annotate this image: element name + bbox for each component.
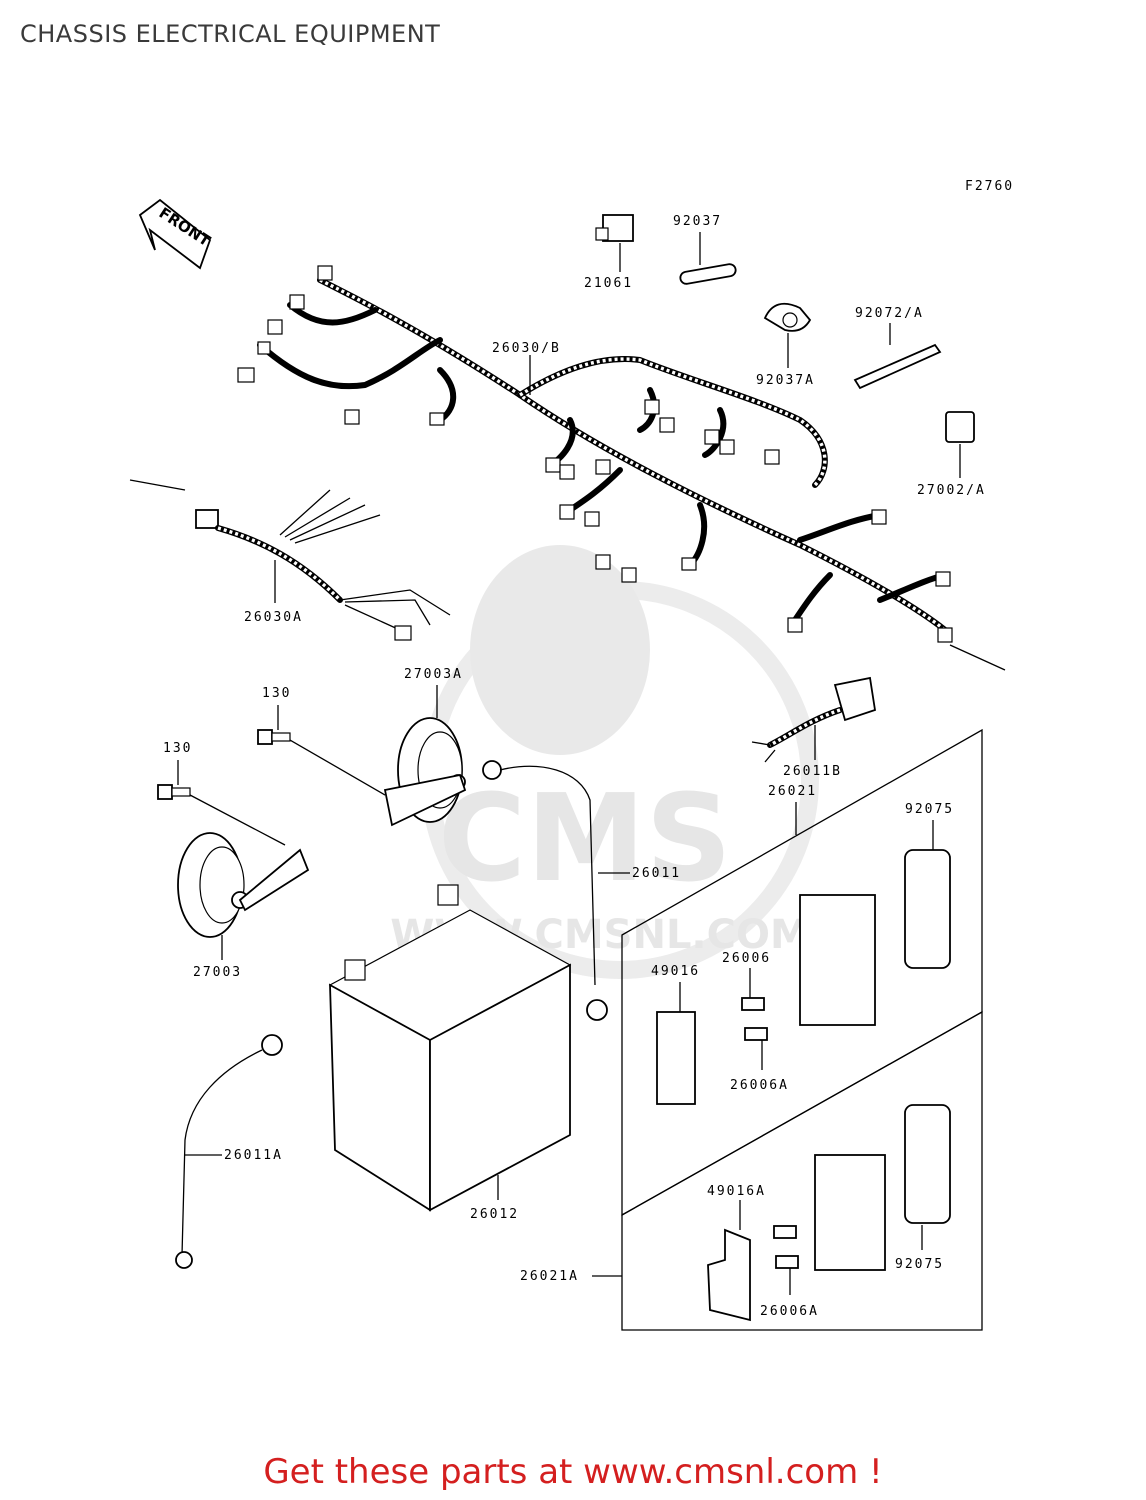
- fuse-cover-92075-upper-part: [904, 849, 951, 969]
- fuse-cover-49016-part: [656, 1011, 696, 1105]
- part-label-27003a: 27003A: [404, 667, 463, 682]
- part-label-26006a-lower: 26006A: [760, 1304, 819, 1319]
- part-label-26011b: 26011B: [783, 764, 842, 779]
- page-title: CHASSIS ELECTRICAL EQUIPMENT: [20, 20, 441, 48]
- part-label-26011: 26011: [632, 866, 681, 881]
- part-label-26021: 26021: [768, 784, 817, 799]
- battery-26012-part: [328, 884, 572, 1212]
- part-label-27003: 27003: [193, 965, 242, 980]
- watermark-text: CMS: [438, 770, 732, 909]
- part-label-26030b: 26030/B: [492, 341, 561, 356]
- part-label-49016a: 49016A: [707, 1184, 766, 1199]
- fuse-box-group-a-outline: [621, 1010, 983, 1331]
- part-label-26006: 26006: [722, 951, 771, 966]
- part-label-92075-upper: 92075: [905, 802, 954, 817]
- footer-link-text[interactable]: Get these parts at www.cmsnl.com !: [263, 1452, 883, 1492]
- bolt-130-upper-part: [257, 729, 291, 745]
- fuse-box-26021-part: [799, 894, 876, 1026]
- main-wiring-harness-part: [237, 265, 953, 643]
- part-label-26021a: 26021A: [520, 1269, 579, 1284]
- fuse-26006a-lower-part: [775, 1255, 799, 1269]
- part-label-26006a-upper: 26006A: [730, 1078, 789, 1093]
- fuse-box-26021a-part: [814, 1154, 886, 1271]
- part-label-21061: 21061: [584, 276, 633, 291]
- horn-27003-part: [177, 832, 310, 938]
- bolt-130-lower-part: [157, 784, 191, 800]
- part-label-92072a: 92072/A: [855, 306, 924, 321]
- fuse-cover-92075-lower-part: [904, 1104, 951, 1224]
- part-label-26012: 26012: [470, 1207, 519, 1222]
- part-label-92075-lower: 92075: [895, 1257, 944, 1272]
- battery-lead-26011a-part: [175, 1034, 283, 1269]
- fuse-26006-part: [741, 997, 765, 1011]
- sub-wiring-harness-part: [195, 489, 451, 641]
- part-label-26011a: 26011A: [224, 1148, 283, 1163]
- part-label-49016: 49016: [651, 964, 700, 979]
- part-label-92037: 92037: [673, 214, 722, 229]
- battery-lead-26011-part: [482, 760, 608, 1021]
- horn-27003a-part: [383, 717, 467, 827]
- strap-92037-part: [679, 263, 737, 285]
- figure-code: F2760: [965, 179, 1014, 194]
- fuse-cover-49016a-part: [707, 1228, 751, 1322]
- part-label-130-lower: 130: [163, 741, 192, 756]
- part-label-92037a: 92037A: [756, 373, 815, 388]
- fuse-26006a-upper-part: [744, 1027, 768, 1041]
- front-arrow-icon: FRONT: [138, 198, 214, 270]
- relay-27002a-part: [945, 411, 975, 443]
- sub-harness-26011b-part: [751, 676, 877, 763]
- fuse-part-lower-1: [773, 1225, 797, 1239]
- part-label-26030a: 26030A: [244, 610, 303, 625]
- band-92072a-part: [853, 343, 942, 390]
- relay-21061-part: [595, 214, 634, 242]
- part-label-130-upper: 130: [262, 686, 291, 701]
- clamp-92037a-part: [763, 302, 812, 332]
- part-label-27002a: 27002/A: [917, 483, 986, 498]
